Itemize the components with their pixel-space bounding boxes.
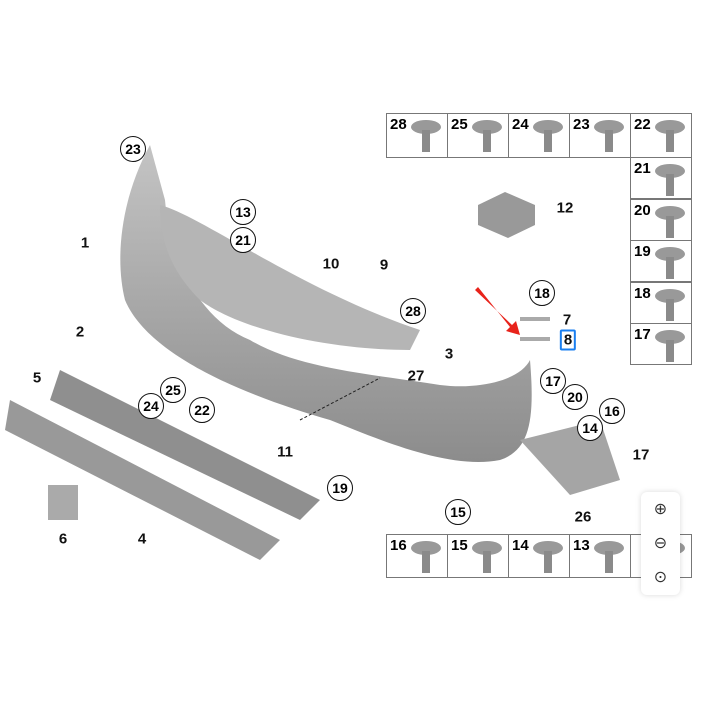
part-number: 17 bbox=[634, 326, 651, 344]
part-number: 16 bbox=[390, 537, 407, 554]
bracket-26 bbox=[520, 420, 620, 495]
callout-circled[interactable]: 20 bbox=[562, 384, 588, 410]
part-cell[interactable]: 18 bbox=[630, 281, 692, 324]
part-cell[interactable]: 15 bbox=[447, 534, 509, 578]
callout-circled[interactable]: 14 bbox=[577, 415, 603, 441]
callout-circled[interactable]: 24 bbox=[138, 393, 164, 419]
part-cell[interactable]: 23 bbox=[569, 113, 631, 158]
part-number: 28 bbox=[390, 116, 407, 133]
callout[interactable]: 2 bbox=[75, 323, 85, 341]
callout[interactable]: 4 bbox=[137, 530, 147, 548]
callout-circled[interactable]: 23 bbox=[120, 136, 146, 162]
part-cell[interactable]: 21 bbox=[630, 157, 692, 199]
part-cell[interactable]: 19 bbox=[630, 240, 692, 283]
part-number: 20 bbox=[634, 201, 651, 219]
part-number: 23 bbox=[573, 116, 590, 133]
absorber-lower bbox=[5, 400, 280, 560]
callout[interactable]: 1 bbox=[80, 234, 90, 252]
part-number: 24 bbox=[512, 116, 529, 133]
part-number: 25 bbox=[451, 116, 468, 133]
part-number: 22 bbox=[634, 116, 651, 133]
part-12 bbox=[478, 192, 535, 238]
zoom-out-icon: ⊖ bbox=[653, 535, 668, 552]
reset-icon: ⊙ bbox=[653, 569, 668, 586]
part-number: 14 bbox=[512, 537, 529, 554]
callout[interactable]: 7 bbox=[562, 311, 572, 329]
callout-circled[interactable]: 19 bbox=[327, 475, 353, 501]
grille-carrier bbox=[160, 205, 420, 350]
callout[interactable]: 11 bbox=[277, 443, 293, 461]
part-cell[interactable]: 24 bbox=[508, 113, 570, 158]
callout[interactable]: 9 bbox=[379, 256, 389, 274]
part-cell[interactable]: 13 bbox=[569, 534, 631, 578]
part-cell[interactable]: 16 bbox=[386, 534, 448, 578]
zoom-in-icon: ⊕ bbox=[653, 501, 668, 518]
fastener-icon bbox=[533, 541, 563, 573]
callout-circled[interactable]: 21 bbox=[230, 227, 256, 253]
callout-circled[interactable]: 13 bbox=[230, 199, 256, 225]
red-arrow bbox=[475, 287, 520, 335]
part-number: 15 bbox=[451, 537, 468, 554]
callout-8-highlighted[interactable]: 8 bbox=[559, 329, 577, 351]
part-cell[interactable]: 25 bbox=[447, 113, 509, 158]
zoom-controls: ⊕ ⊖ ⊙ bbox=[641, 492, 680, 595]
callout-circled[interactable]: 15 bbox=[445, 499, 471, 525]
part-8 bbox=[520, 337, 550, 341]
fastener-icon bbox=[594, 541, 624, 573]
fastener-icon bbox=[655, 164, 685, 196]
callout[interactable]: 27 bbox=[407, 367, 425, 385]
part-cell[interactable]: 17 bbox=[630, 323, 692, 366]
callout-circled[interactable]: 22 bbox=[189, 397, 215, 423]
fastener-icon bbox=[533, 120, 563, 152]
callout-circled[interactable]: 28 bbox=[400, 298, 426, 324]
fastener-icon bbox=[655, 330, 685, 363]
fastener-icon bbox=[655, 288, 685, 321]
zoom-out-button[interactable]: ⊖ bbox=[641, 526, 680, 560]
callout[interactable]: 17 bbox=[632, 446, 650, 464]
callout[interactable]: 10 bbox=[322, 255, 340, 273]
callout[interactable]: 5 bbox=[32, 369, 42, 387]
callout[interactable]: 12 bbox=[556, 199, 574, 217]
fastener-icon bbox=[411, 541, 441, 573]
part-7 bbox=[520, 317, 550, 321]
part-number: 18 bbox=[634, 284, 651, 302]
callout[interactable]: 6 bbox=[58, 530, 68, 548]
part-cell[interactable]: 14 bbox=[508, 534, 570, 578]
fastener-icon bbox=[594, 120, 624, 152]
fastener-icon bbox=[655, 247, 685, 280]
zoom-in-button[interactable]: ⊕ bbox=[641, 492, 680, 526]
absorber-upper bbox=[50, 370, 320, 520]
callout-circled[interactable]: 18 bbox=[529, 280, 555, 306]
bumper-cover bbox=[120, 145, 532, 462]
callout-circled[interactable]: 25 bbox=[160, 377, 186, 403]
fastener-icon bbox=[472, 120, 502, 152]
fastener-icon bbox=[411, 120, 441, 152]
callout[interactable]: 3 bbox=[444, 345, 454, 363]
callout-circled[interactable]: 16 bbox=[599, 398, 625, 424]
part-number: 13 bbox=[573, 537, 590, 554]
callout-circled[interactable]: 17 bbox=[540, 368, 566, 394]
fastener-icon bbox=[655, 205, 685, 238]
part-number: 21 bbox=[634, 160, 651, 177]
reset-button[interactable]: ⊙ bbox=[641, 560, 680, 594]
callout[interactable]: 26 bbox=[574, 508, 592, 526]
part-6 bbox=[48, 485, 78, 520]
fastener-icon bbox=[472, 541, 502, 573]
part-number: 19 bbox=[634, 243, 651, 261]
fastener-icon bbox=[655, 120, 685, 152]
part-cell[interactable]: 20 bbox=[630, 198, 692, 241]
part-cell[interactable]: 22 bbox=[630, 113, 692, 158]
part-cell[interactable]: 28 bbox=[386, 113, 448, 158]
